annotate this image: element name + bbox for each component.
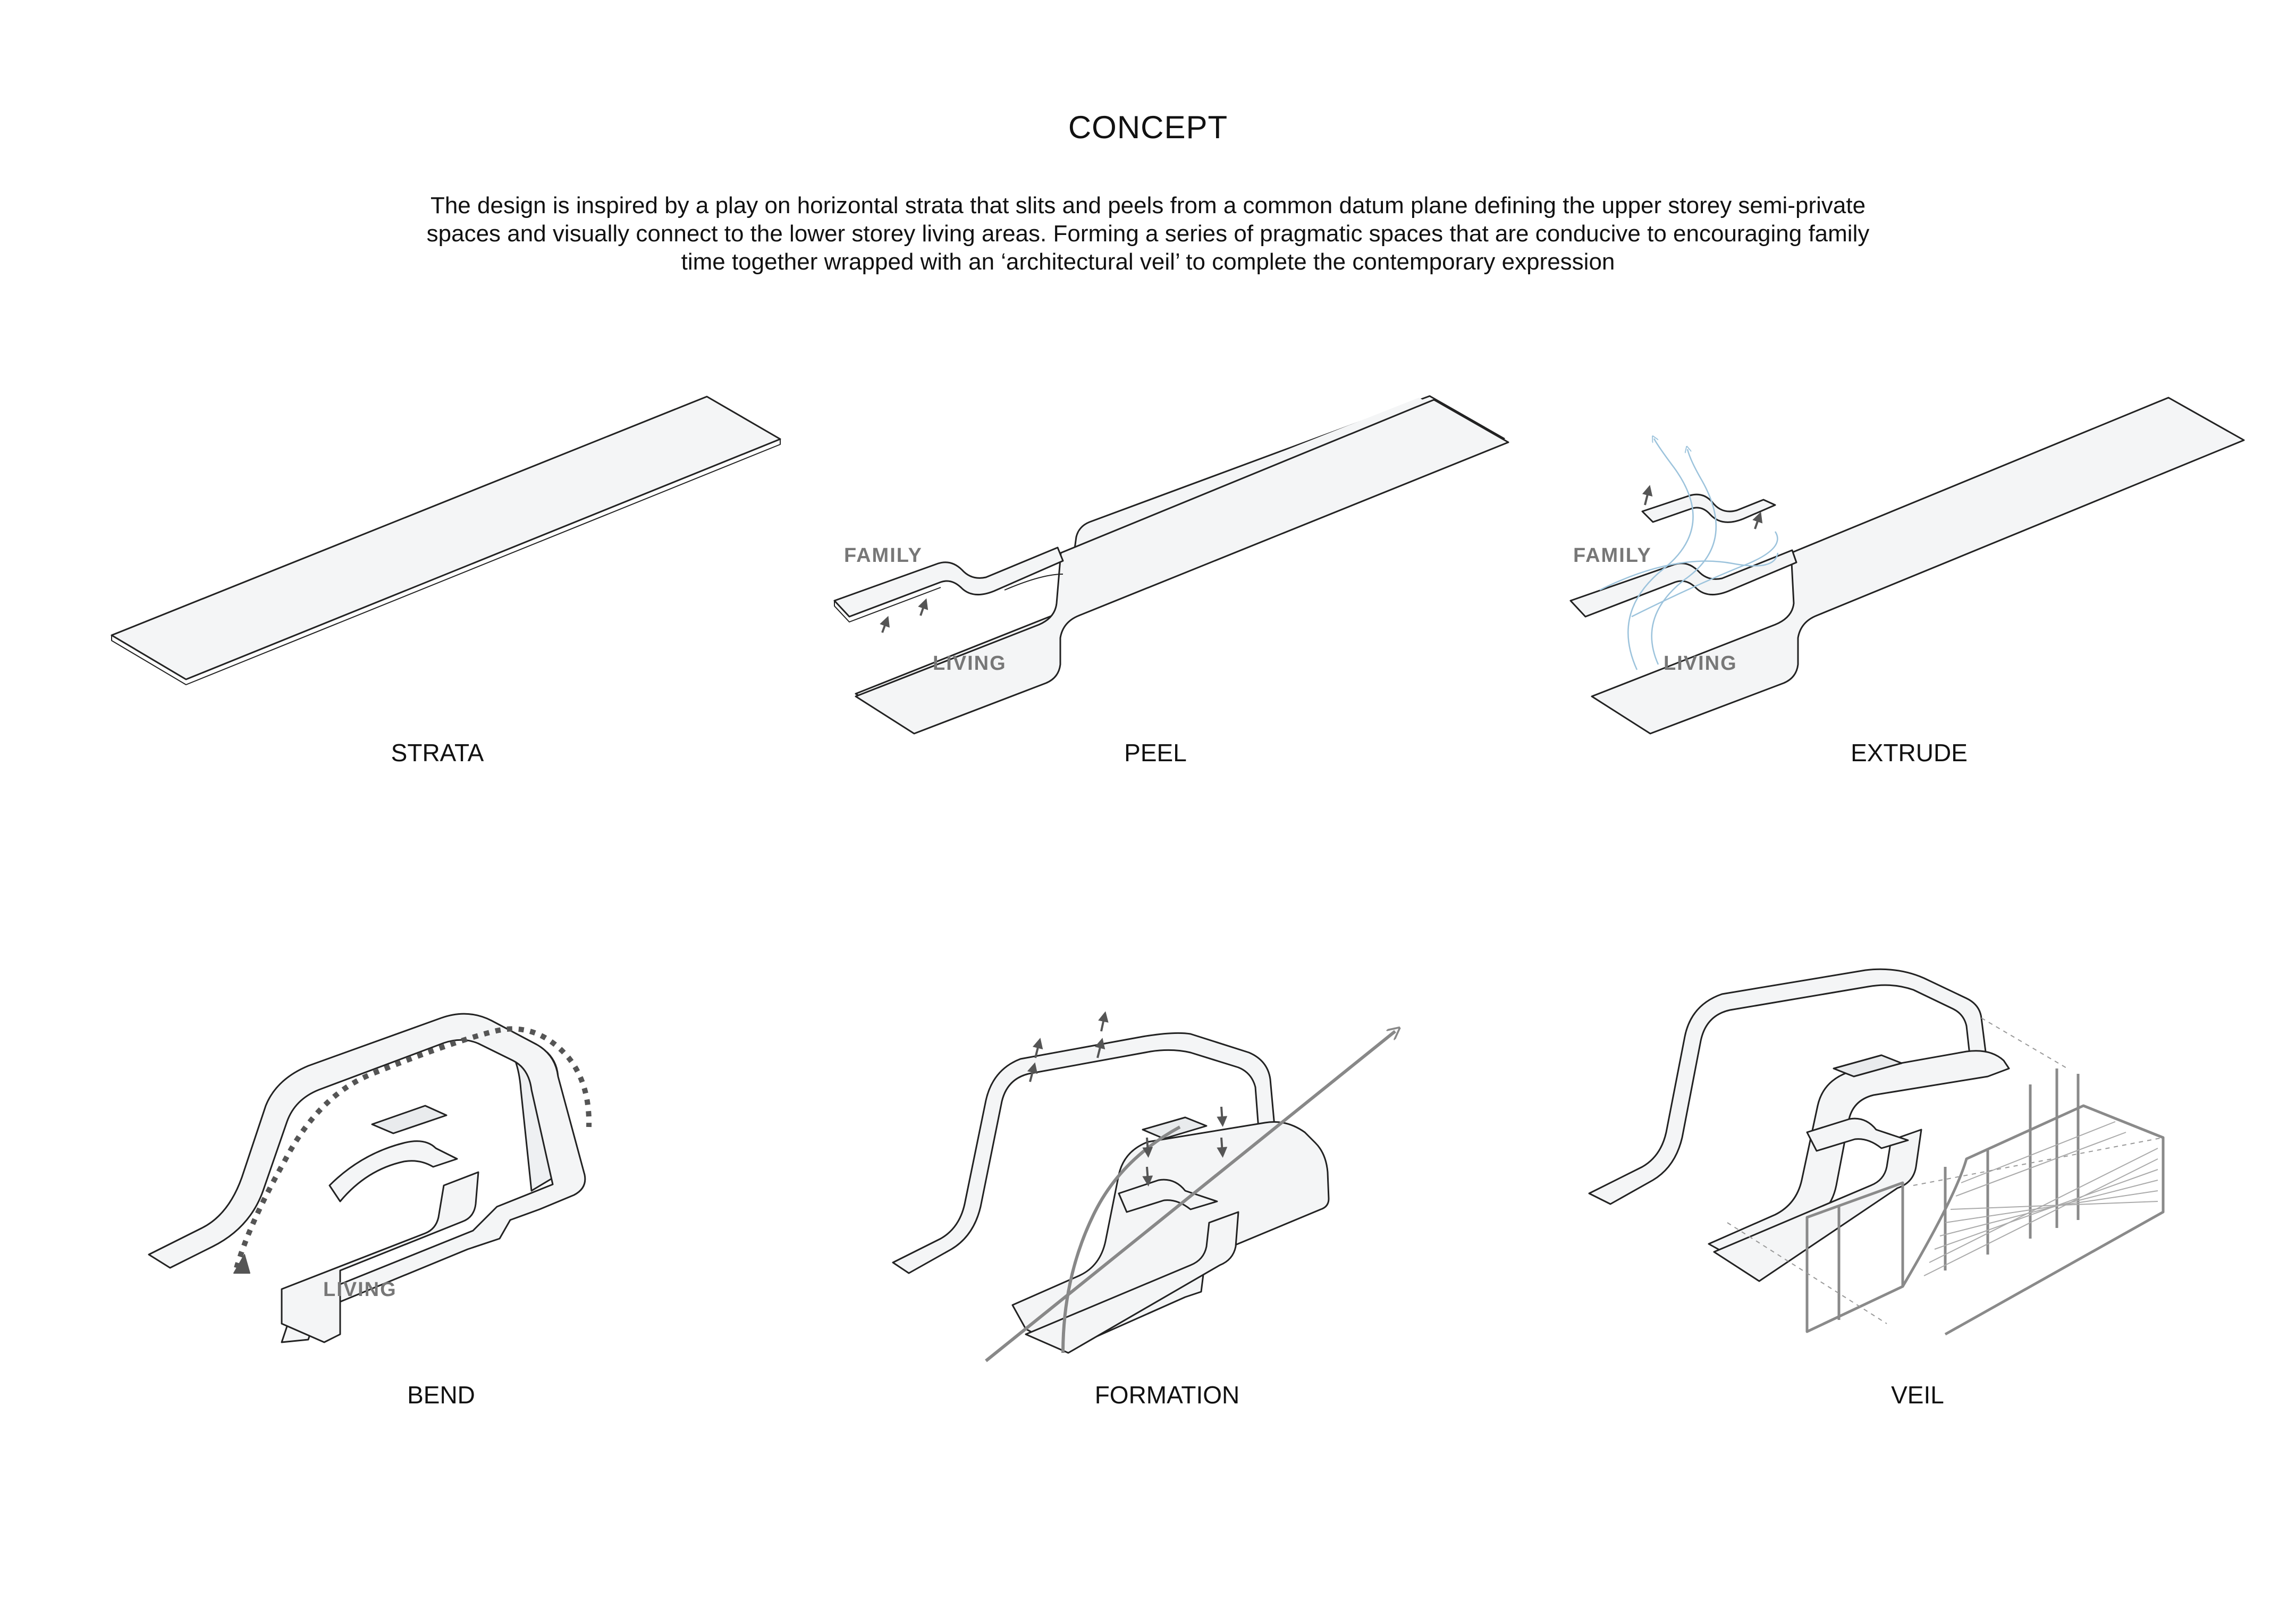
extrude-family-tongue: [1569, 549, 1797, 618]
formation-arrow-down-1: [1217, 1106, 1228, 1127]
formation-arrow-up-1: [1027, 1062, 1038, 1082]
formation-arrow-up-2: [1032, 1038, 1043, 1058]
concept-description: The design is inspired by a play on hori…: [426, 192, 1870, 275]
formation-arrow-down-4: [1142, 1166, 1153, 1187]
extrude-living-label: LIVING: [1664, 652, 1737, 675]
peel-slit-line: [1004, 574, 1063, 591]
formation-lower-slab: [1025, 1211, 1239, 1354]
extrude-upper-tongue: [1641, 493, 1776, 523]
strata-slab: [111, 396, 781, 680]
peel-family-tongue: [833, 546, 1064, 618]
peel-family-label: FAMILY: [844, 544, 923, 567]
caption-formation: FORMATION: [1095, 1381, 1240, 1409]
formation-upper-tongue: [1142, 1116, 1208, 1140]
peel-diagram: [833, 395, 1509, 735]
veil-dashed-lines: [1727, 1017, 2164, 1324]
extrude-diagram: [1569, 397, 2245, 735]
bend-dotted-arrow: [234, 1026, 592, 1269]
bend-top-pad: [371, 1105, 448, 1134]
veil-middle-tongue: [1806, 1117, 1909, 1152]
caption-veil: VEIL: [1891, 1381, 1944, 1409]
bend-lower-slab: [281, 1171, 479, 1343]
strata-slab-edge: [111, 439, 781, 685]
caption-peel: PEEL: [1124, 739, 1187, 767]
peel-family-edge: [834, 587, 941, 622]
formation-arrow-down-3: [1142, 1137, 1153, 1158]
formation-path-arrow: [985, 1031, 1395, 1362]
extrude-family-label: FAMILY: [1573, 544, 1652, 567]
bend-living-label: LIVING: [323, 1278, 397, 1301]
bend-middle-tongue: [328, 1140, 458, 1202]
formation-shell-back: [892, 1032, 1277, 1274]
formation-middle-tongue: [1118, 1179, 1218, 1213]
extrude-flow-lines: [1599, 439, 1779, 670]
extrude-arrow-up-2: [1752, 511, 1763, 529]
peel-arrow-up-1: [880, 616, 890, 633]
formation-arrow-up-4: [1098, 1011, 1109, 1032]
formation-arrow-down-2: [1217, 1137, 1228, 1158]
extrude-slab-main: [1591, 397, 2245, 735]
veil-shell-front: [1708, 1050, 2010, 1258]
strata-diagram: [111, 396, 781, 685]
bend-arrow-head: [233, 1254, 250, 1274]
formation-arrow-up-3: [1094, 1038, 1105, 1058]
peel-slab-main: [855, 399, 1509, 735]
caption-bend: BEND: [407, 1381, 475, 1409]
peel-living-label: LIVING: [933, 652, 1007, 675]
peel-arrow-up-2: [918, 598, 928, 616]
veil-diagram: [1588, 968, 2165, 1336]
veil-mesh: [1923, 1121, 2158, 1276]
veil-upper-tongue: [1833, 1054, 1903, 1078]
bend-diagram: [148, 1013, 592, 1343]
page-title: CONCEPT: [1068, 110, 1228, 145]
caption-extrude: EXTRUDE: [1851, 739, 1968, 767]
extrude-arrow-up-1: [1642, 485, 1653, 506]
formation-diagram: [892, 1011, 1395, 1362]
caption-strata: STRATA: [391, 739, 484, 767]
formation-shell-front: [1011, 1121, 1330, 1351]
